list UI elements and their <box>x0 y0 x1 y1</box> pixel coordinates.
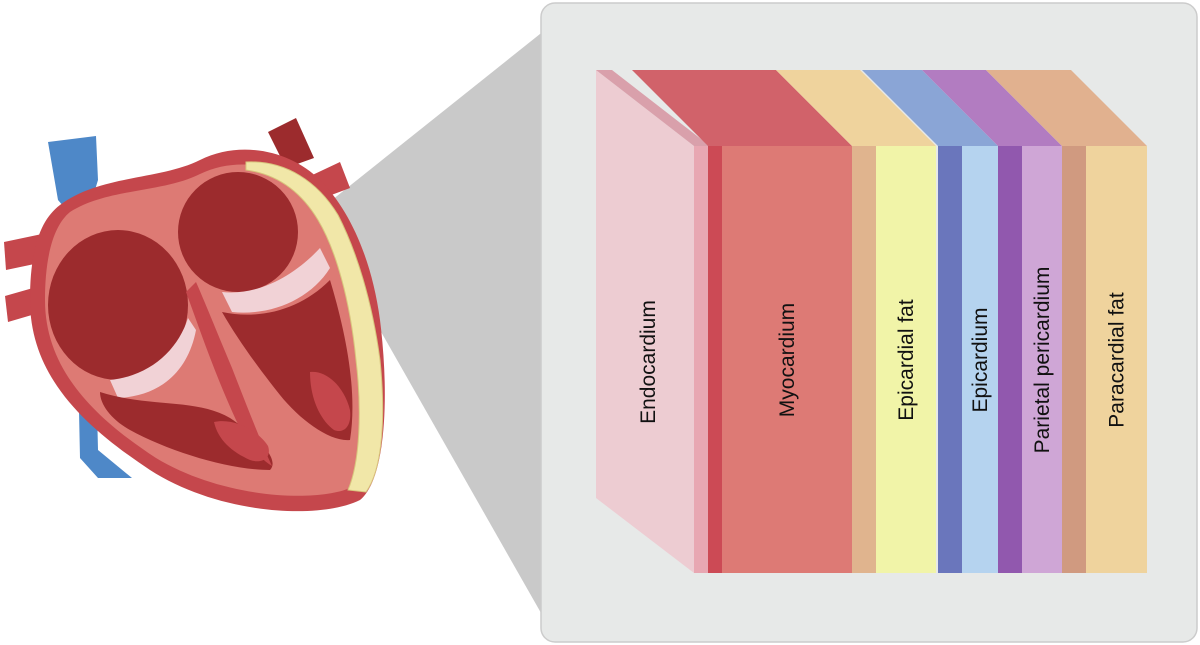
layer-side <box>998 146 1022 573</box>
layer-top <box>596 70 710 146</box>
layer-front <box>1022 146 1062 573</box>
epicardial-fat-deposit <box>245 161 384 493</box>
layer-label-epicardium: Epicardium <box>969 307 992 412</box>
layer-front <box>722 146 852 573</box>
valve-right <box>222 248 330 313</box>
left-atrium <box>48 230 188 380</box>
layer-epicardial-fat: Epicardial fat <box>776 70 936 573</box>
layer-parietal-pericardium: Parietal pericardium <box>922 70 1062 573</box>
layer-front <box>876 146 936 573</box>
septum <box>186 282 272 466</box>
layer-front <box>962 146 998 573</box>
layer-label-paracardial-fat: Paracardial fat <box>1106 292 1129 428</box>
papillary-muscle <box>214 421 269 462</box>
layer-epicardium: Epicardium <box>862 70 998 573</box>
left-ventricle <box>100 392 273 470</box>
layer-label-parietal-pericardium: Parietal pericardium <box>1031 267 1054 454</box>
layer-label-endocardium: Endocardium <box>637 300 660 424</box>
layers-stack: Endocardium Myocardium Epicardial fat Epica… <box>596 70 1147 573</box>
layer-top <box>922 70 1062 146</box>
layer-top <box>986 70 1147 146</box>
layer-side <box>694 146 710 573</box>
zoom-wedge <box>332 30 545 620</box>
layer-top <box>776 70 936 146</box>
aorta-stub <box>268 118 314 168</box>
papillary-muscle <box>310 371 351 432</box>
layer-side <box>1062 146 1086 573</box>
right-atrium <box>178 172 298 292</box>
layer-front <box>1086 146 1147 573</box>
layer-side <box>938 146 962 573</box>
layer-top <box>862 70 998 146</box>
layer-endocardium: Endocardium <box>596 70 710 573</box>
layer-side <box>852 146 876 573</box>
layer-paracardial-fat: Paracardial fat <box>986 70 1147 573</box>
layer-face <box>596 70 694 573</box>
layer-side <box>708 146 722 573</box>
valve-left <box>110 318 196 398</box>
layer-top <box>632 70 852 146</box>
layer-myocardium: Myocardium <box>632 70 852 573</box>
heart-illustration <box>4 118 385 512</box>
layer-label-myocardium: Myocardium <box>776 303 799 417</box>
layer-label-epicardial-fat: Epicardial fat <box>895 299 918 421</box>
